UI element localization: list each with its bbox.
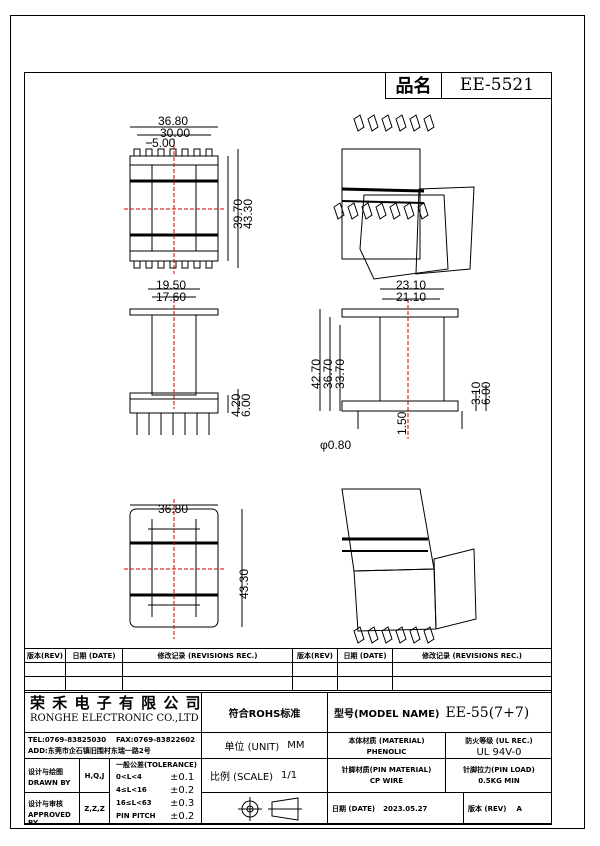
drawn-label-cell: 设计与绘图 DRAWN BY (24, 759, 80, 793)
date-value: 2023.05.27 (383, 804, 428, 813)
dim-side-pin-dia: φ0.80 (320, 438, 352, 452)
revision-header-row: 版本(REV) 日期 (DATE) 修改记录 (REVISIONS REC.) … (24, 648, 552, 663)
rec-header-2: 修改记录 (REVISIONS REC.) (392, 648, 552, 663)
rev-header-2: 版本(REV) (292, 648, 338, 663)
dim-front-w-inner: 17.60 (156, 290, 187, 304)
company-fax: FAX:0769-83822602 (116, 736, 195, 744)
approved-label-cell: 设计与审核 APPROVED BY (24, 793, 80, 827)
projection-symbol-cell (202, 793, 328, 825)
drawn-label-en: DRAWN BY (28, 779, 71, 787)
front-view (129, 288, 239, 435)
company-name-cn: 荣 禾 电 子 有 限 公 司 (30, 694, 202, 712)
dim-front-pin-h2: 6.00 (239, 393, 253, 417)
date-header-2: 日期 (DATE) (337, 648, 393, 663)
tol-value-3: ±0.3 (170, 798, 195, 809)
dim-side-w-inner: 21.10 (396, 290, 427, 304)
dim-top-w-inner: 30.00 (160, 126, 191, 140)
company-tel: TEL:0769-83825030 (28, 736, 107, 744)
pin-load-cell: 针脚拉力(PIN LOAD) 0.5KG MIN (446, 759, 552, 793)
drawn-value: H,Q,J (84, 771, 105, 780)
approved-value-cell: Z,Z,Z (80, 793, 110, 825)
tolerance-header: 一般公差(TOLERANCE) (116, 761, 197, 769)
pin-load-label: 针脚拉力(PIN LOAD) (463, 766, 535, 774)
tol-value-4: ±0.2 (170, 811, 195, 822)
dim-top-pitch: 5.00 (152, 136, 176, 150)
unit-cell: 单位 (UNIT) MM (202, 733, 328, 759)
company-cell: 荣 禾 电 子 有 限 公 司 RONGHE ELECTRONIC CO.,LT… (24, 693, 202, 733)
ul-value: UL 94V-0 (476, 747, 522, 758)
dim-side-w-outer: 23.10 (396, 278, 427, 292)
ul-label: 防火等级 (UL REC.) (465, 737, 533, 745)
material-label: 本体材质 (MATERIAL) (348, 737, 425, 745)
tol-range-2: 4≤L<16 (116, 786, 147, 794)
dim-top-h-overall: 43.30 (241, 198, 255, 229)
drawing-area: 36.80 30.00 5.00 39.70 43.30 19.50 17.60… (24, 99, 552, 647)
tol-range-1: 0<L<4 (116, 773, 142, 781)
approved-value: Z,Z,Z (84, 804, 105, 813)
dim-side-pin-off: 1.50 (395, 411, 409, 435)
unit-value: MM (287, 740, 305, 751)
dim-side-h-inner: 33.70 (333, 358, 347, 389)
model-value: EE-55(7+7) (445, 704, 530, 721)
date-header: 日期 (DATE) (65, 648, 123, 663)
tol-range-3: 16≤L<63 (116, 799, 152, 807)
side-view (319, 288, 487, 439)
approved-label-en: APPROVED BY (28, 811, 71, 827)
model-label: 型号(MODEL NAME) (334, 709, 440, 720)
dim-top-w-overall: 36.80 (158, 114, 189, 128)
ul-cell: 防火等级 (UL REC.) UL 94V-0 (446, 733, 552, 759)
scale-value: 1/1 (281, 770, 298, 781)
dim-bottom-h-overall: 43.30 (237, 568, 251, 599)
scale-label: 比例 (SCALE) (210, 772, 274, 783)
rev-cell: 版本 (REV) A (464, 793, 552, 825)
title-block: 品名 EE-5521 (385, 72, 552, 99)
company-name-en: RONGHE ELECTRONIC CO.,LTD (30, 713, 199, 724)
tol-range-4: PIN PITCH (116, 812, 156, 820)
rohs-cell: 符合ROHS标准 (202, 693, 328, 733)
inner-frame (24, 72, 552, 824)
info-block: 荣 禾 电 子 有 限 公 司 RONGHE ELECTRONIC CO.,LT… (24, 692, 552, 827)
date-label: 日期 (DATE) (332, 804, 376, 813)
material-cell: 本体材质 (MATERIAL) PHENOLIC (328, 733, 446, 759)
material-value: PHENOLIC (366, 748, 407, 756)
rev-value: A (516, 804, 522, 813)
title-label: 品名 (386, 72, 442, 98)
drawn-value-cell: H,Q,J (80, 759, 110, 793)
pin-material-cell: 针脚材质(PIN MATERIAL) CP WIRE (328, 759, 446, 793)
company-address: ADD:东莞市企石镇旧围村东瑞一路2号 (28, 747, 151, 755)
approved-label-cn: 设计与审核 (28, 800, 63, 808)
rec-header: 修改记录 (REVISIONS REC.) (122, 648, 293, 663)
pin-material-value: CP WIRE (369, 777, 404, 785)
outer-frame (10, 15, 585, 829)
pin-material-label: 针脚材质(PIN MATERIAL) (341, 766, 432, 774)
tol-value-1: ±0.1 (170, 772, 195, 783)
technical-drawing (124, 114, 487, 644)
tol-value-2: ±0.2 (170, 785, 195, 796)
dim-front-w-outer: 19.50 (156, 278, 187, 292)
iso-view-bottom (341, 488, 477, 644)
revision-table: 版本(REV) 日期 (DATE) 修改记录 (REVISIONS REC.) … (24, 648, 552, 691)
part-number: EE-5521 (459, 75, 535, 95)
scale-cell: 比例 (SCALE) 1/1 (202, 759, 328, 793)
rev-header: 版本(REV) (24, 648, 66, 663)
projection-symbol-icon (238, 797, 302, 821)
unit-label: 单位 (UNIT) (224, 742, 280, 753)
revision-row (24, 676, 552, 691)
rohs-label: 符合ROHS标准 (228, 709, 301, 720)
top-view (124, 126, 239, 274)
iso-view-top (333, 114, 475, 280)
rev-label: 版本 (REV) (468, 804, 507, 813)
contact-cell: TEL:0769-83825030 FAX:0769-83822602 ADD:… (24, 733, 202, 759)
pin-load-value: 0.5KG MIN (478, 777, 520, 785)
bottom-view (124, 499, 243, 639)
date-cell: 日期 (DATE) 2023.05.27 (328, 793, 464, 825)
dim-side-pin-h2: 6.00 (479, 381, 493, 405)
dim-bottom-w-overall: 36.80 (158, 502, 189, 516)
tolerance-cell: 一般公差(TOLERANCE) 0<L<4 ±0.1 4≤L<16 ±0.2 1… (110, 759, 202, 825)
revision-row (24, 662, 552, 677)
model-cell: 型号(MODEL NAME) EE-55(7+7) (328, 693, 552, 733)
drawn-label-cn: 设计与绘图 (28, 768, 63, 776)
